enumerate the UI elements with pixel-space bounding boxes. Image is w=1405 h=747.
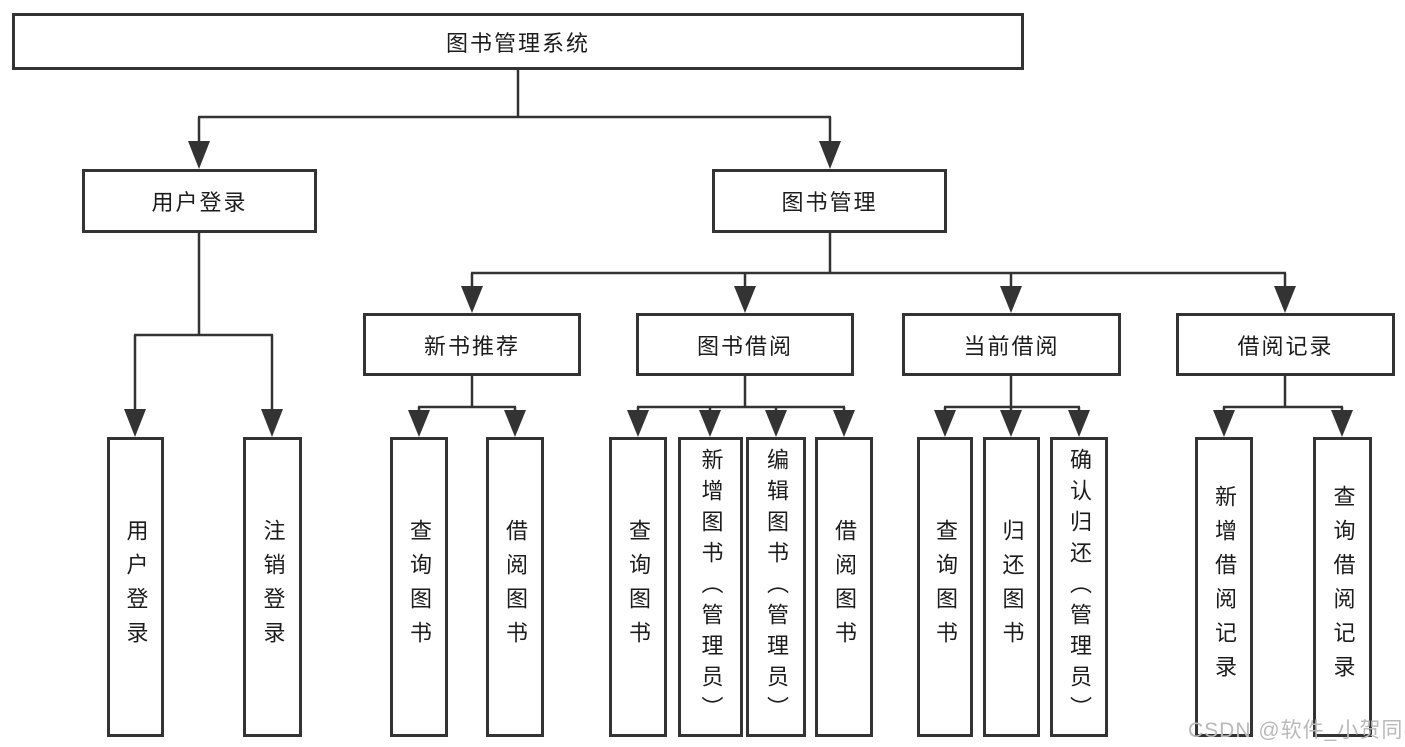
arrowhead-icon (833, 410, 855, 437)
arrowhead-icon (124, 409, 146, 437)
arrowhead-icon (461, 286, 483, 313)
leaf-borrow-books-recommend: 借阅图书 (486, 437, 544, 737)
leaf-query-books-borrow: 查询图书 (609, 437, 667, 737)
arrowhead-icon (1068, 410, 1090, 437)
connector-current-to-leaves (934, 376, 1090, 437)
arrowhead-icon (699, 410, 721, 437)
leaf-logout: 注销登录 (243, 437, 302, 737)
connector-root-to-level2 (188, 69, 841, 169)
arrowhead-icon (408, 410, 430, 437)
connector-mgmt-to-level3 (461, 232, 1296, 313)
leaf-user-login: 用户登录 (107, 437, 164, 737)
arrowhead-icon (1000, 410, 1022, 437)
connector-borrow-to-leaves (627, 376, 855, 437)
leaf-return-book: 归还图书 (983, 437, 1040, 737)
leaf-query-books-recommend: 查询图书 (390, 437, 448, 737)
node-current-borrowing: 当前借阅 (902, 313, 1121, 376)
leaf-add-book-admin: 新增图书（管理员） (678, 437, 743, 737)
arrowhead-icon (188, 141, 210, 169)
arrowhead-icon (765, 410, 787, 437)
node-book-management: 图书管理 (712, 169, 947, 233)
arrowhead-icon (819, 141, 841, 169)
node-book-borrowing: 图书借阅 (636, 313, 854, 376)
node-borrowing-records: 借阅记录 (1176, 313, 1395, 376)
arrowhead-icon (504, 410, 526, 437)
connector-recommend-to-leaves (408, 376, 526, 437)
arrowhead-icon (1213, 410, 1235, 437)
arrowhead-icon (627, 410, 649, 437)
arrowhead-icon (734, 286, 756, 313)
leaf-borrow-books: 借阅图书 (815, 437, 873, 737)
csdn-watermark: CSDN @软件_小贺同学 (1188, 719, 1405, 742)
arrowhead-icon (934, 410, 956, 437)
arrowhead-icon (1274, 286, 1296, 313)
connector-login-to-leaves (124, 232, 283, 437)
root-node-library-management-system: 图书管理系统 (12, 13, 1024, 70)
node-new-book-recommendation: 新书推荐 (363, 313, 581, 376)
arrowhead-icon (1331, 410, 1353, 437)
connector-history-to-leaves (1213, 376, 1353, 437)
leaf-query-borrow-record: 查询借阅记录 (1313, 437, 1372, 737)
leaf-edit-book-admin: 编辑图书（管理员） (746, 437, 806, 737)
leaf-add-borrow-record: 新增借阅记录 (1195, 437, 1253, 737)
node-user-login: 用户登录 (82, 169, 317, 233)
arrowhead-icon (1000, 286, 1022, 313)
leaf-query-books-current: 查询图书 (917, 437, 973, 737)
leaf-confirm-return-admin: 确认归还（管理员） (1050, 437, 1108, 737)
arrowhead-icon (261, 409, 283, 437)
